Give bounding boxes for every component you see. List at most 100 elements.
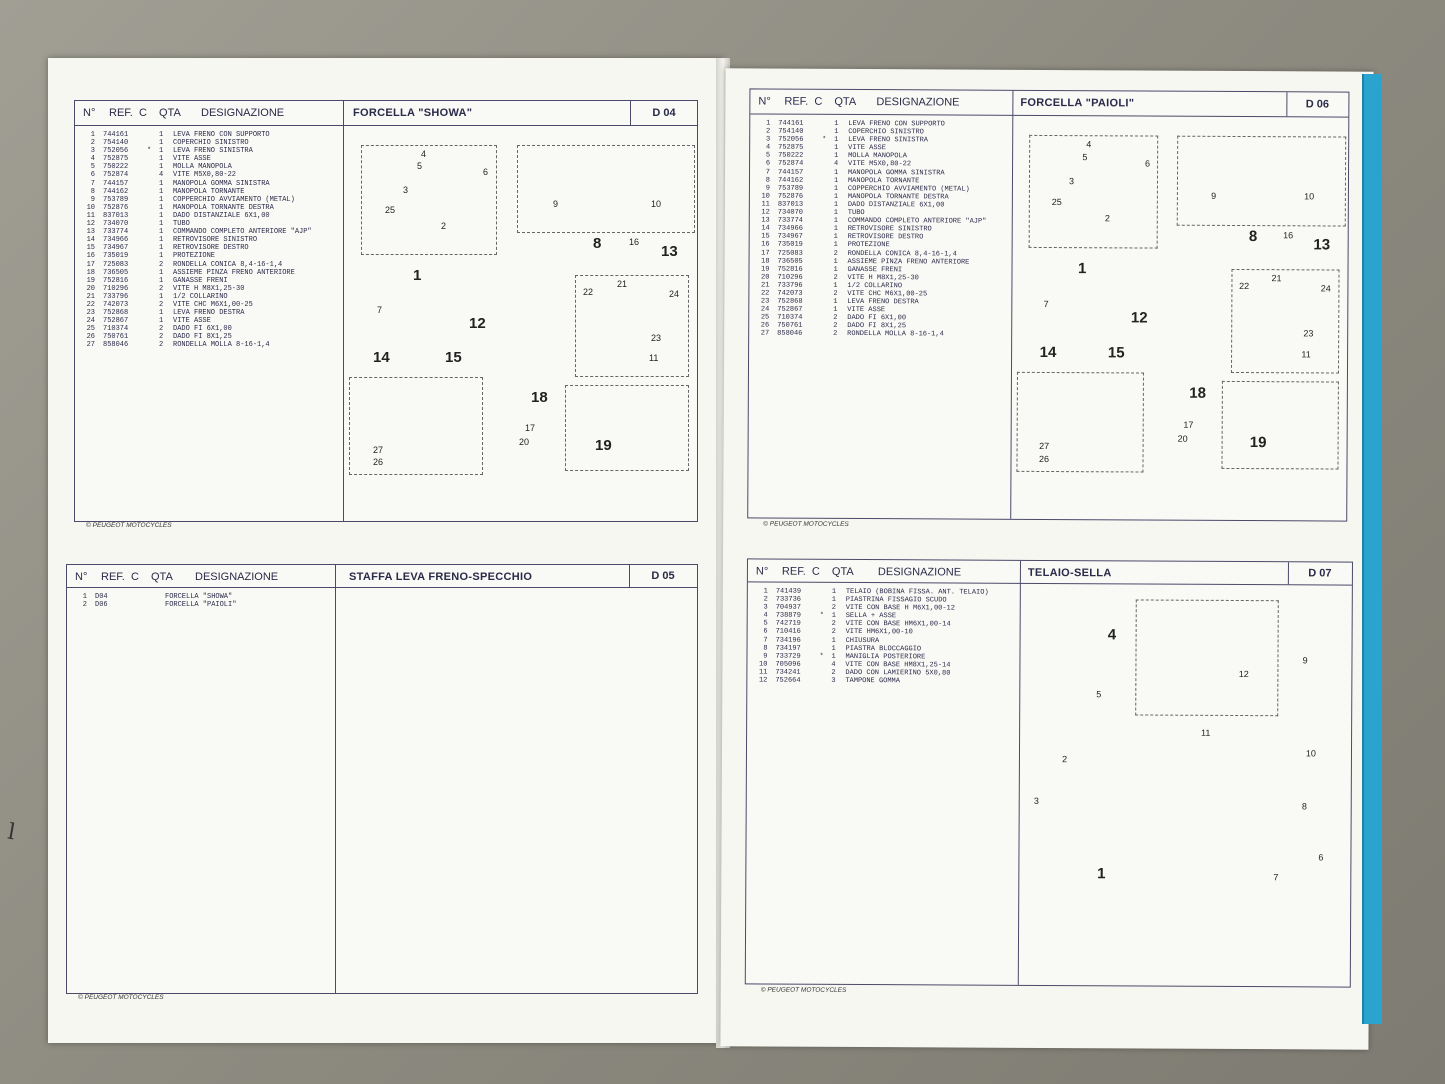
callout-21: 21	[617, 279, 628, 289]
callout-18: 18	[1189, 385, 1207, 403]
part-group-box	[361, 145, 497, 255]
callout-1: 1	[413, 267, 422, 284]
callout-9: 9	[1302, 655, 1308, 666]
col-c: C	[131, 571, 139, 583]
section-code: D 04	[630, 101, 697, 125]
callout-2: 2	[1062, 753, 1068, 764]
sheet-d04: N° REF. C QTA DESIGNAZIONE FORCELLA "SHO…	[74, 100, 698, 522]
section-code: D 06	[1286, 92, 1348, 117]
col-c: C	[139, 107, 147, 119]
callout-5: 5	[417, 161, 423, 171]
part-group-box	[1135, 599, 1279, 717]
callout-23: 23	[651, 333, 662, 343]
col-qta: QTA	[831, 565, 854, 578]
callout-17: 17	[1183, 419, 1194, 430]
part-group-box	[1176, 136, 1347, 227]
callout-24: 24	[669, 289, 680, 299]
callout-15: 15	[445, 349, 462, 366]
section-title: STAFFA LEVA FRENO-SPECCHIO	[349, 571, 533, 583]
sheet-d07: N° REF. C QTA DESIGNAZIONE TELAIO-SELLA …	[744, 558, 1353, 988]
col-ref: REF.	[101, 571, 125, 583]
callout-25: 25	[385, 205, 396, 215]
callout-26: 26	[373, 457, 384, 467]
callout-11: 11	[1301, 348, 1311, 359]
col-qta: QTA	[834, 95, 857, 108]
callout-4: 4	[421, 149, 427, 159]
callout-23: 23	[1303, 328, 1314, 339]
col-designazione: DESIGNAZIONE	[195, 571, 279, 583]
callout-5: 5	[1096, 688, 1102, 699]
callout-16: 16	[1283, 230, 1294, 241]
callout-20: 20	[1177, 433, 1188, 445]
section-title: FORCELLA "PAIOLI"	[1020, 96, 1135, 110]
callout-24: 24	[1320, 283, 1331, 294]
callout-2: 2	[441, 221, 447, 231]
right-page: N° REF. C QTA DESIGNAZIONE FORCELLA "PAI…	[720, 68, 1374, 1050]
callout-6: 6	[483, 167, 489, 177]
col-n: N°	[758, 95, 771, 108]
callout-20: 20	[519, 437, 530, 447]
callout-10: 10	[651, 199, 662, 209]
callout-8: 8	[1248, 228, 1258, 246]
callout-16: 16	[629, 237, 640, 247]
left-page: N° REF. C QTA DESIGNAZIONE FORCELLA "SHO…	[48, 58, 723, 1043]
callout-25: 25	[1051, 196, 1062, 207]
callout-19: 19	[1249, 434, 1267, 452]
callout-11: 11	[1200, 727, 1211, 738]
callout-10: 10	[1304, 191, 1315, 202]
sheet-d06: N° REF. C QTA DESIGNAZIONE FORCELLA "PAI…	[747, 88, 1350, 522]
footer-brand: © PEUGEOT MOTOCYCLES	[763, 520, 849, 528]
callout-10: 10	[1305, 748, 1316, 759]
callout-19: 19	[595, 437, 612, 454]
col-c: C	[811, 565, 820, 578]
callout-9: 9	[1211, 191, 1217, 202]
callout-12: 12	[1130, 309, 1148, 327]
col-n: N°	[75, 571, 88, 583]
callout-18: 18	[531, 389, 548, 406]
sheet-header	[75, 101, 697, 126]
callout-8: 8	[1301, 801, 1307, 812]
section-code: D 07	[1287, 562, 1351, 585]
col-n: N°	[83, 107, 96, 119]
part-group-box	[349, 377, 483, 475]
part-group-box	[1016, 371, 1144, 473]
footer-brand: © PEUGEOT MOTOCYCLES	[78, 994, 164, 1001]
col-designazione: DESIGNAZIONE	[876, 96, 960, 109]
callout-27: 27	[1039, 441, 1050, 452]
part-group-box	[1221, 381, 1340, 470]
callout-27: 27	[373, 445, 384, 455]
callout-5: 5	[1082, 151, 1088, 162]
callout-7: 7	[1273, 872, 1279, 883]
callout-11: 11	[649, 353, 659, 363]
part-group-box	[575, 275, 689, 377]
footer-brand: © PEUGEOT MOTOCYCLES	[86, 522, 172, 529]
part-group-box	[517, 145, 695, 233]
